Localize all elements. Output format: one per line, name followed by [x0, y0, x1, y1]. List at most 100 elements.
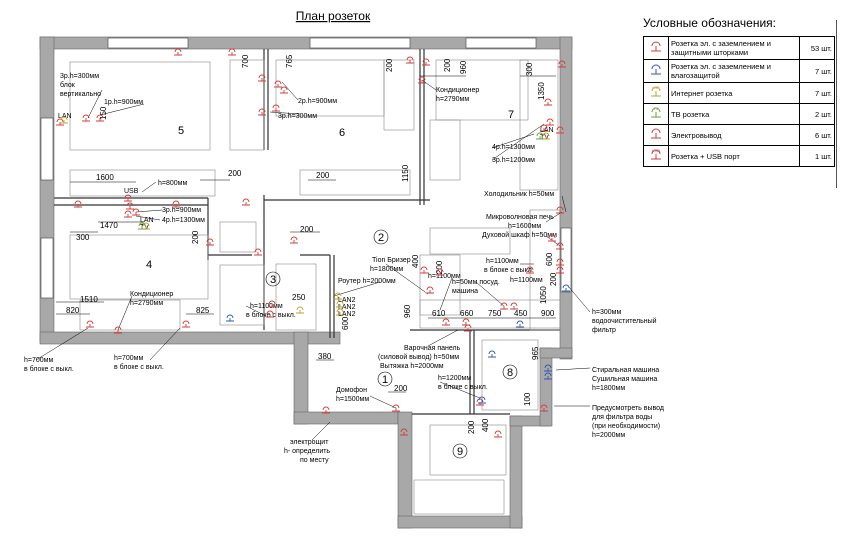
svg-text:660: 660: [460, 309, 474, 318]
legend-label: Розетка + USB порт: [668, 145, 800, 167]
socket-icon: [82, 114, 90, 122]
svg-text:h=1100мм: h=1100мм: [428, 273, 461, 280]
svg-text:200: 200: [435, 260, 444, 274]
plan-title: План розеток: [296, 9, 371, 23]
svg-text:3р.h=300мм: 3р.h=300мм: [60, 73, 99, 80]
svg-text:h=1800мм: h=1800мм: [370, 266, 403, 273]
furniture: [69, 59, 561, 515]
socket-icon: [254, 248, 262, 256]
room-number-7: 7: [508, 109, 514, 121]
socket-icon: [558, 60, 566, 68]
svg-text:Варочная панель: Варочная панель: [404, 345, 461, 352]
room-number-8: 8: [507, 367, 513, 379]
socket-symbols: [56, 48, 570, 438]
socket-icon: [500, 302, 508, 310]
legend-count: 2 шт.: [799, 103, 835, 125]
svg-text:3р.h=900мм: 3р.h=900мм: [162, 207, 201, 214]
socket-icon: [526, 266, 534, 274]
socket-icon: [272, 104, 280, 112]
waterproof-socket-icon: [478, 396, 486, 404]
svg-text:1150: 1150: [401, 164, 410, 182]
svg-text:h=50мм посуд.: h=50мм посуд.: [452, 279, 500, 286]
svg-text:h=1100мм: h=1100мм: [510, 277, 543, 284]
svg-text:Предусмотреть вывод: Предусмотреть вывод: [592, 405, 664, 412]
lan-socket-icon: [334, 292, 342, 300]
legend-count: 1 шт.: [799, 145, 835, 167]
svg-text:200: 200: [300, 225, 314, 234]
socket-icon: [406, 56, 414, 64]
svg-text:h=700мм: h=700мм: [24, 357, 53, 364]
svg-text:h=1200мм: h=1200мм: [438, 375, 471, 382]
svg-text:USB: USB: [124, 188, 139, 195]
svg-text:LAN: LAN: [540, 127, 554, 134]
svg-text:Микроволновая печь: Микроволновая печь: [486, 214, 554, 221]
room-number-1: 1: [382, 374, 388, 386]
svg-text:450: 450: [514, 309, 528, 318]
socket-icon: [418, 76, 426, 84]
svg-text:(силовой вывод) h=50мм: (силовой вывод) h=50мм: [378, 353, 459, 361]
room-number-2: 2: [378, 232, 384, 244]
lan-socket-icon: [336, 300, 344, 308]
leader-lines: [35, 79, 591, 441]
svg-text:LAN2: LAN2: [338, 297, 356, 304]
svg-text:h=300мм: h=300мм: [592, 309, 621, 316]
socket-icon: [174, 48, 182, 56]
svg-text:700: 700: [241, 54, 250, 68]
waterproof-socket-icon: [544, 372, 552, 380]
socket-icon: [436, 268, 444, 276]
svg-text:400: 400: [481, 418, 490, 432]
svg-text:по месту: по месту: [300, 457, 329, 464]
svg-text:LAN: LAN: [140, 217, 154, 224]
svg-text:200: 200: [228, 169, 242, 178]
svg-text:250: 250: [292, 293, 306, 302]
svg-text:h=700мм: h=700мм: [114, 355, 143, 362]
svg-text:825: 825: [196, 306, 210, 315]
legend: Условные обозначения: Розетка эл. с зазе…: [643, 16, 835, 167]
lan-socket-icon: [60, 116, 68, 124]
svg-text:h=1100мм: h=1100мм: [250, 303, 283, 310]
socket-icon: [422, 58, 430, 66]
socket-icon: [56, 118, 64, 126]
socket-icon: [556, 258, 564, 266]
svg-text:380: 380: [318, 352, 332, 361]
legend-label: Интернет розетка: [668, 82, 800, 104]
svg-text:h=2790мм: h=2790мм: [130, 300, 163, 307]
room-number-4: 4: [146, 259, 152, 271]
socket-icon: [266, 310, 274, 318]
legend-label: Розетка эл. с заземлением и защитными шт…: [668, 36, 800, 60]
svg-text:765: 765: [285, 54, 294, 68]
svg-text:610: 610: [432, 309, 446, 318]
svg-text:блок: блок: [60, 81, 76, 89]
legend-row: Розетка эл. с заземлением и влагозащитой…: [643, 59, 835, 83]
socket-icon: [172, 200, 180, 208]
svg-text:h=1500мм: h=1500мм: [336, 396, 369, 403]
legend-title: Условные обозначения:: [643, 16, 776, 30]
socket-icon: [462, 318, 470, 326]
svg-text:в блоке с выкл.: в блоке с выкл.: [484, 266, 534, 274]
waterproof-socket-icon: [516, 320, 524, 328]
socket-icon: [74, 200, 82, 208]
legend-row: Розетка эл. с заземлением и защитными шт…: [643, 36, 835, 60]
socket-icon: [420, 266, 428, 274]
lan-socket-icon: [296, 306, 304, 314]
legend-count: 7 шт.: [799, 59, 835, 83]
svg-text:3р.h=1200мм: 3р.h=1200мм: [492, 157, 535, 164]
waterproof-socket-icon: [226, 314, 234, 322]
socket-icon: [228, 48, 236, 56]
svg-text:300: 300: [76, 233, 90, 242]
svg-text:900: 900: [541, 309, 555, 318]
svg-text:200: 200: [443, 58, 452, 72]
socket-icon: [476, 398, 484, 406]
svg-text:965: 965: [531, 346, 540, 360]
socket-icon: [274, 80, 282, 88]
svg-text:100: 100: [523, 392, 532, 406]
svg-text:(при необходимости): (при необходимости): [592, 422, 660, 430]
socket-icon: [268, 300, 276, 308]
svg-text:h=800мм: h=800мм: [158, 180, 187, 187]
svg-text:4р.h=1300мм: 4р.h=1300мм: [162, 217, 205, 224]
svg-text:Холодильник h=50мм: Холодильник h=50мм: [484, 191, 554, 198]
svg-text:400: 400: [411, 254, 420, 268]
svg-text:TV: TV: [653, 106, 658, 111]
windows: [40, 37, 572, 299]
